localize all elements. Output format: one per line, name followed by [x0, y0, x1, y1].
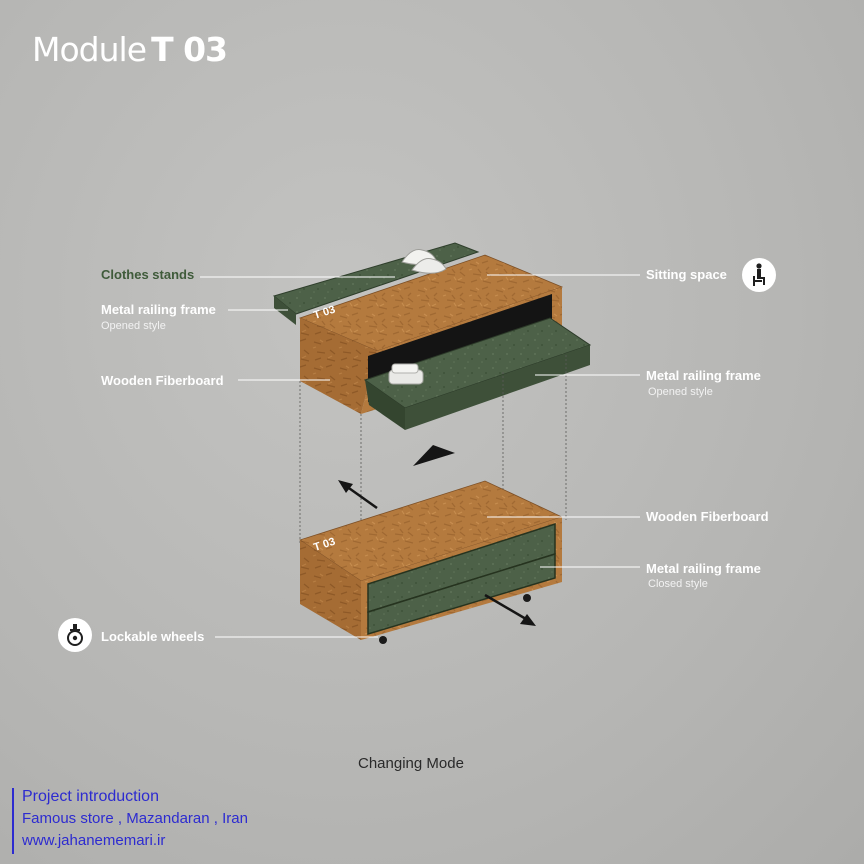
pulled-drawer-side — [365, 380, 405, 430]
leader-lines — [200, 274, 640, 638]
label-lockable-wheels: Lockable wheels — [101, 629, 205, 644]
wheels — [379, 594, 531, 644]
credits-website-link[interactable]: www.jahanememari.ir — [22, 832, 166, 849]
drawer-front-lower — [367, 552, 556, 636]
pulled-drawer-front — [405, 345, 590, 430]
diagram-caption: Changing Mode — [358, 755, 464, 772]
credits-location: Famous store , Mazandaran , Iran — [22, 810, 248, 827]
label-metal-frame-left-sub: Opened style — [101, 320, 166, 332]
label-sitting-space: Sitting space — [646, 267, 727, 282]
bottom-box-left-face — [300, 540, 361, 640]
label-metal-frame-right-sub: Opened style — [648, 386, 713, 398]
shoes — [401, 249, 447, 274]
label-clothes-stands: Clothes stands — [101, 267, 195, 282]
label-wooden-fiberboard-left: Wooden Fiberboard — [101, 373, 224, 388]
title-code: T 03 — [151, 30, 228, 69]
folded-clothes — [388, 363, 424, 385]
label-metal-frame-left: Metal railing frame — [101, 302, 216, 317]
title-prefix: Module — [32, 30, 147, 69]
clothes-tray-side — [274, 296, 296, 325]
caster-wheel-icon — [58, 618, 92, 652]
label-metal-frame-closed: Metal railing frame — [646, 561, 761, 576]
up-left-arrow — [338, 480, 378, 510]
top-box-left-face — [300, 318, 377, 414]
label-metal-frame-right: Metal railing frame — [646, 368, 761, 383]
person-sitting-icon — [742, 258, 776, 292]
credits-block: Project introduction Famous store , Maza… — [12, 788, 248, 854]
page-title: Module T 03 — [32, 30, 228, 69]
label-wooden-fiberboard-right: Wooden Fiberboard — [646, 509, 769, 524]
credits-project-introduction: Project introduction — [22, 788, 159, 805]
label-metal-frame-closed-sub: Closed style — [648, 578, 708, 590]
slide-direction-arrow — [413, 445, 455, 466]
down-right-arrow — [484, 593, 536, 626]
